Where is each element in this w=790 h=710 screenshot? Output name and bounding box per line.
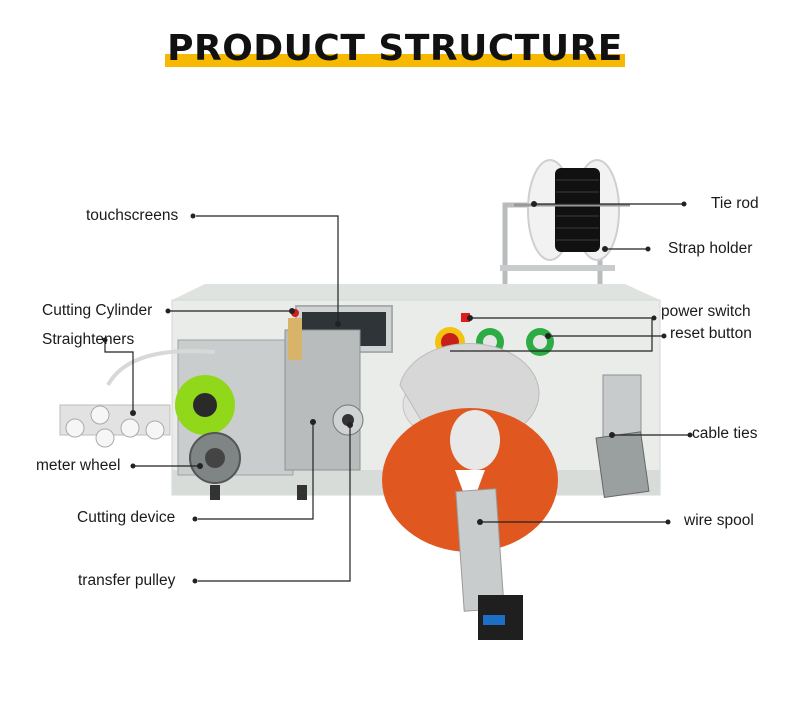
title-wrap: PRODUCT STRUCTURE [0, 28, 790, 69]
label-reset-button: reset button [670, 325, 752, 342]
label-meter-wheel: meter wheel [36, 457, 121, 474]
label-touchscreens: touchscreens [86, 207, 179, 224]
label-tie-rod: Tie rod [711, 195, 759, 212]
cable-tie-holder [595, 374, 650, 499]
spool-stand [500, 159, 630, 285]
turntable [382, 342, 558, 640]
label-cutting-device: Cutting device [77, 509, 176, 526]
title-underline-bar [165, 54, 625, 67]
label-power-switch: power switch [661, 303, 751, 320]
label-wire-spool: wire spool [684, 512, 754, 529]
leader-lines [104, 203, 690, 582]
label-cable-ties: cable ties [692, 425, 758, 442]
page-title: PRODUCT STRUCTURE [165, 28, 625, 69]
leader-dots [102, 201, 693, 584]
label-strap-holder: Strap holder [668, 240, 753, 257]
title-text: PRODUCT STRUCTURE [167, 28, 623, 69]
left-mechanisms [59, 309, 364, 484]
label-straighteners: Straighteners [42, 331, 135, 348]
label-cutting-cylinder: Cutting Cylinder [42, 302, 153, 319]
label-transfer-pulley: transfer pulley [78, 572, 176, 589]
